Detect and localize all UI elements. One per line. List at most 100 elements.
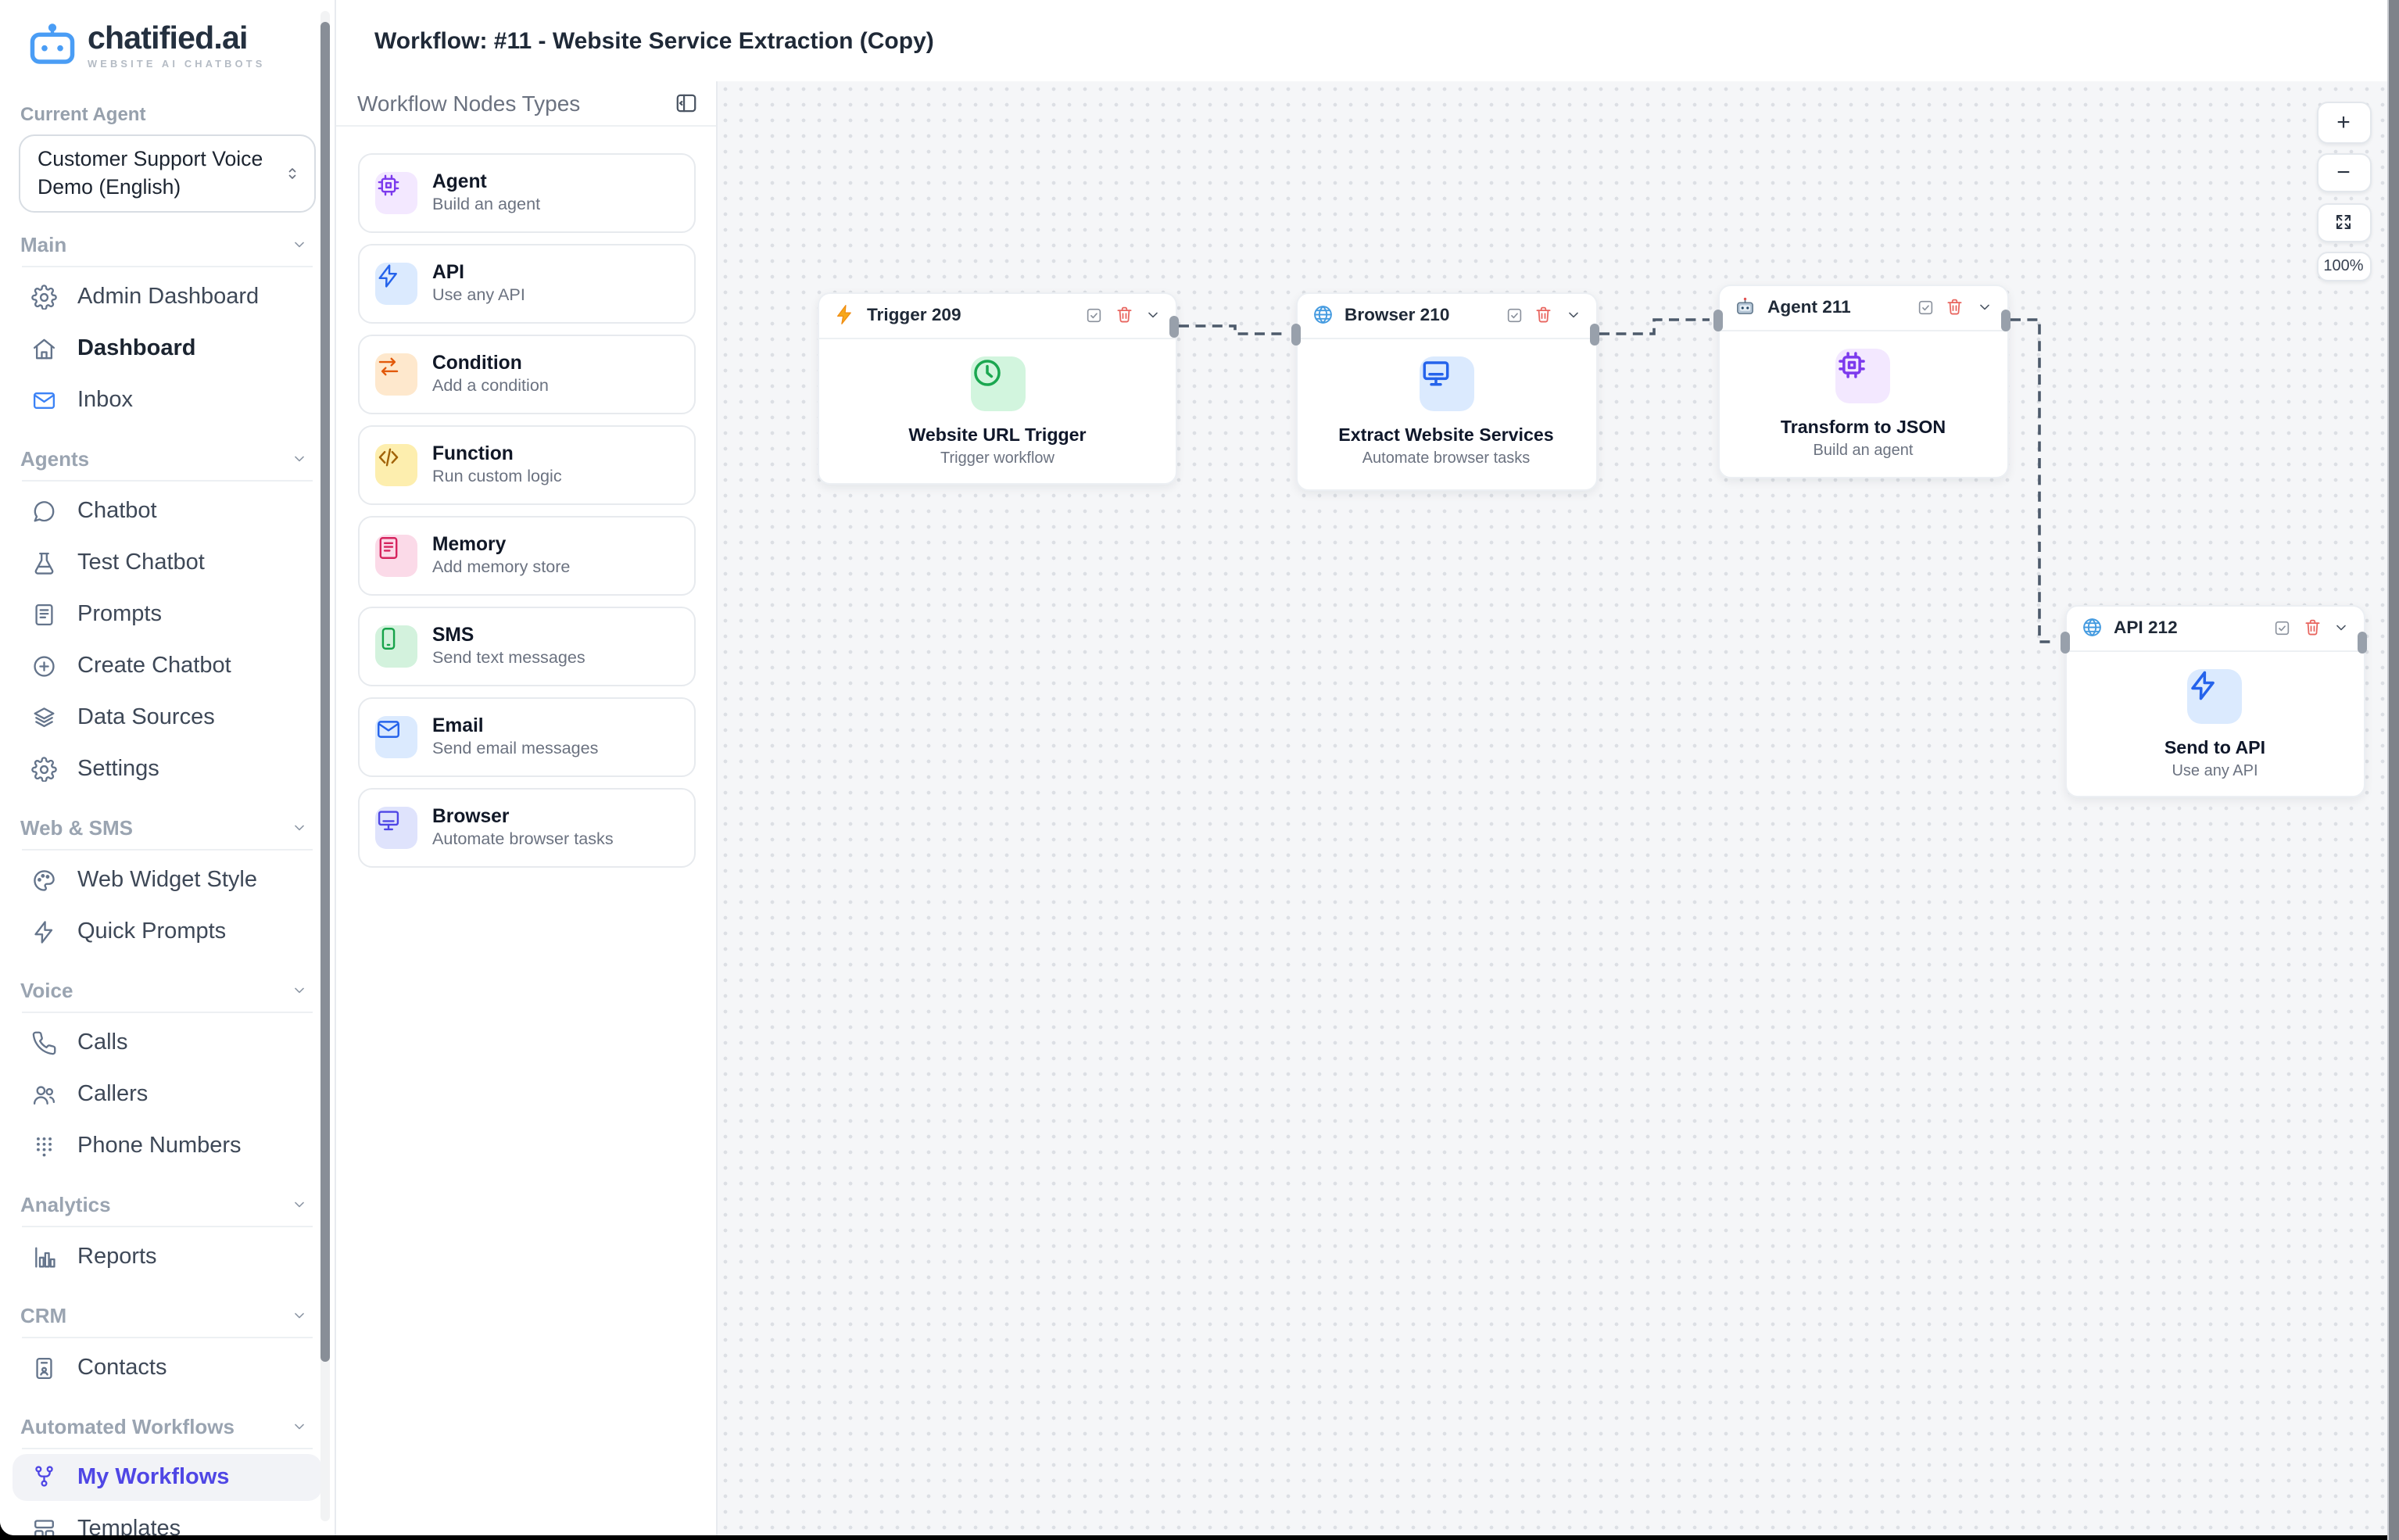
sidebar-item-contacts[interactable]: Contacts	[0, 1342, 334, 1394]
sidebar-item-quick-prompts[interactable]: Quick Prompts	[0, 906, 334, 958]
sidebar-section-voice[interactable]: Voice	[0, 972, 334, 1009]
chevron-down-icon[interactable]	[1564, 306, 1581, 324]
chevron-down-icon[interactable]	[1975, 299, 1993, 316]
page-title: Workflow: #11 - Website Service Extracti…	[374, 27, 934, 54]
sidebar-item-create-chatbot[interactable]: Create Chatbot	[0, 640, 334, 692]
trash-icon[interactable]	[1945, 298, 1964, 317]
handle-trigger-out[interactable]	[1169, 315, 1179, 337]
sidebar-section-analytics[interactable]: Analytics	[0, 1186, 334, 1223]
sidebar-section-crm[interactable]: CRM	[0, 1297, 334, 1334]
sidebar-item-dashboard[interactable]: Dashboard	[0, 323, 334, 374]
checkbox-checked-icon[interactable]	[1085, 306, 1103, 324]
checkbox-checked-icon[interactable]	[1505, 306, 1523, 324]
workflow-canvas[interactable]: Trigger 209 Website URL Trigger Trigger …	[717, 81, 2399, 1535]
handle-api-out[interactable]	[2358, 631, 2367, 653]
sidebar-item-phone-numbers[interactable]: Phone Numbers	[0, 1120, 334, 1172]
sidebar-item-admin-dashboard[interactable]: Admin Dashboard	[0, 271, 334, 323]
mail-icon	[31, 388, 57, 414]
code-icon	[374, 443, 417, 486]
node-header: API 212	[2066, 606, 2364, 651]
edge-trigger-browser	[1178, 324, 1286, 335]
fit-view-button[interactable]	[2316, 202, 2371, 242]
zoom-in-button[interactable]: +	[2316, 102, 2371, 143]
node-api-212[interactable]: API 212 Send to API Use any API	[2064, 604, 2365, 797]
zoom-controls: + − 100%	[2316, 102, 2371, 281]
monitor-icon	[374, 806, 417, 849]
zap-icon	[2187, 668, 2243, 723]
divider	[22, 265, 312, 267]
logo-robot-icon	[28, 22, 77, 69]
node-agent-211[interactable]: Agent 211 Transform to JSON Build an age…	[1718, 284, 2008, 478]
panel-title: Workflow Nodes Types	[357, 91, 581, 116]
node-header: Browser 210	[1297, 293, 1595, 338]
node-browser-210[interactable]: Browser 210 Extract Website Services Aut…	[1295, 292, 1597, 490]
sidebar-item-templates[interactable]: Templates	[0, 1503, 334, 1535]
sidebar-scrollbar[interactable]	[320, 22, 329, 1362]
checkbox-checked-icon[interactable]	[1916, 299, 1934, 317]
agent-select-value: Customer Support Voice Demo (English)	[38, 146, 263, 199]
sidebar-item-callers[interactable]: Callers	[0, 1069, 334, 1120]
chevron-down-icon[interactable]	[1144, 306, 1162, 324]
edge-agent-api	[2010, 318, 2055, 643]
palette-icon	[31, 868, 57, 894]
current-agent-label: Current Agent	[20, 102, 146, 125]
sidebar-section-web-sms[interactable]: Web & SMS	[0, 809, 334, 847]
divider	[22, 848, 312, 851]
logo-tagline: WEBSITE AI CHATBOTS	[88, 59, 266, 70]
agent-select[interactable]: Customer Support Voice Demo (English)	[19, 134, 315, 213]
sidebar-item-calls[interactable]: Calls	[0, 1017, 334, 1069]
handle-browser-in[interactable]	[1291, 323, 1300, 345]
node-body: Transform to JSON Build an agent	[1720, 331, 2007, 459]
sidebar-section-main[interactable]: Main	[0, 226, 334, 263]
trash-icon[interactable]	[2302, 618, 2322, 638]
divider	[22, 1225, 312, 1227]
zap-icon	[31, 919, 57, 945]
plus-circle-icon	[31, 654, 57, 679]
sidebar-item-prompts[interactable]: Prompts	[0, 589, 334, 640]
trash-icon[interactable]	[1534, 306, 1553, 325]
page-scrollbar[interactable]	[2386, 0, 2399, 1540]
logo[interactable]: chatified.ai WEBSITE AI CHATBOTS	[28, 21, 334, 70]
bar-chart-icon	[31, 1245, 57, 1270]
robot-icon	[1734, 296, 1756, 319]
handle-api-in[interactable]	[2060, 631, 2069, 653]
node-trigger-209[interactable]: Trigger 209 Website URL Trigger Trigger …	[818, 292, 1177, 484]
handle-agent-in[interactable]	[1713, 309, 1723, 331]
sidebar-item-test-chatbot[interactable]: Test Chatbot	[0, 537, 334, 589]
zoom-out-button[interactable]: −	[2316, 153, 2371, 192]
chat-bubble-icon	[31, 499, 57, 525]
sidebar-section-automated-workflows[interactable]: Automated Workflows	[0, 1408, 334, 1445]
handle-browser-out[interactable]	[1589, 323, 1599, 345]
mail-icon	[374, 715, 417, 758]
sidebar-item-settings[interactable]: Settings	[0, 743, 334, 795]
sidebar-item-web-widget-style[interactable]: Web Widget Style	[0, 854, 334, 906]
sidebar-item-inbox[interactable]: Inbox	[0, 374, 334, 426]
sidebar-item-my-workflows[interactable]: My Workflows	[13, 1453, 321, 1501]
file-icon	[374, 534, 417, 577]
bolt-icon	[833, 304, 856, 327]
node-header: Trigger 209	[819, 293, 1176, 338]
sidebar-item-chatbot[interactable]: Chatbot	[0, 485, 334, 537]
monitor-icon	[1419, 356, 1473, 410]
checkbox-checked-icon[interactable]	[2273, 619, 2291, 637]
phone-icon	[31, 1030, 57, 1056]
trash-icon[interactable]	[1114, 306, 1133, 325]
sidebar-section-agents[interactable]: Agents	[0, 440, 334, 478]
chevron-down-icon[interactable]	[2333, 619, 2350, 636]
collapse-panel-icon[interactable]	[673, 91, 698, 116]
document-icon	[31, 602, 57, 628]
sidebar-item-reports[interactable]: Reports	[0, 1231, 334, 1283]
sidebar-item-data-sources[interactable]: Data Sources	[0, 692, 334, 743]
gear-icon	[31, 757, 57, 783]
handle-agent-out[interactable]	[2000, 309, 2010, 331]
node-body: Send to API Use any API	[2066, 651, 2364, 779]
